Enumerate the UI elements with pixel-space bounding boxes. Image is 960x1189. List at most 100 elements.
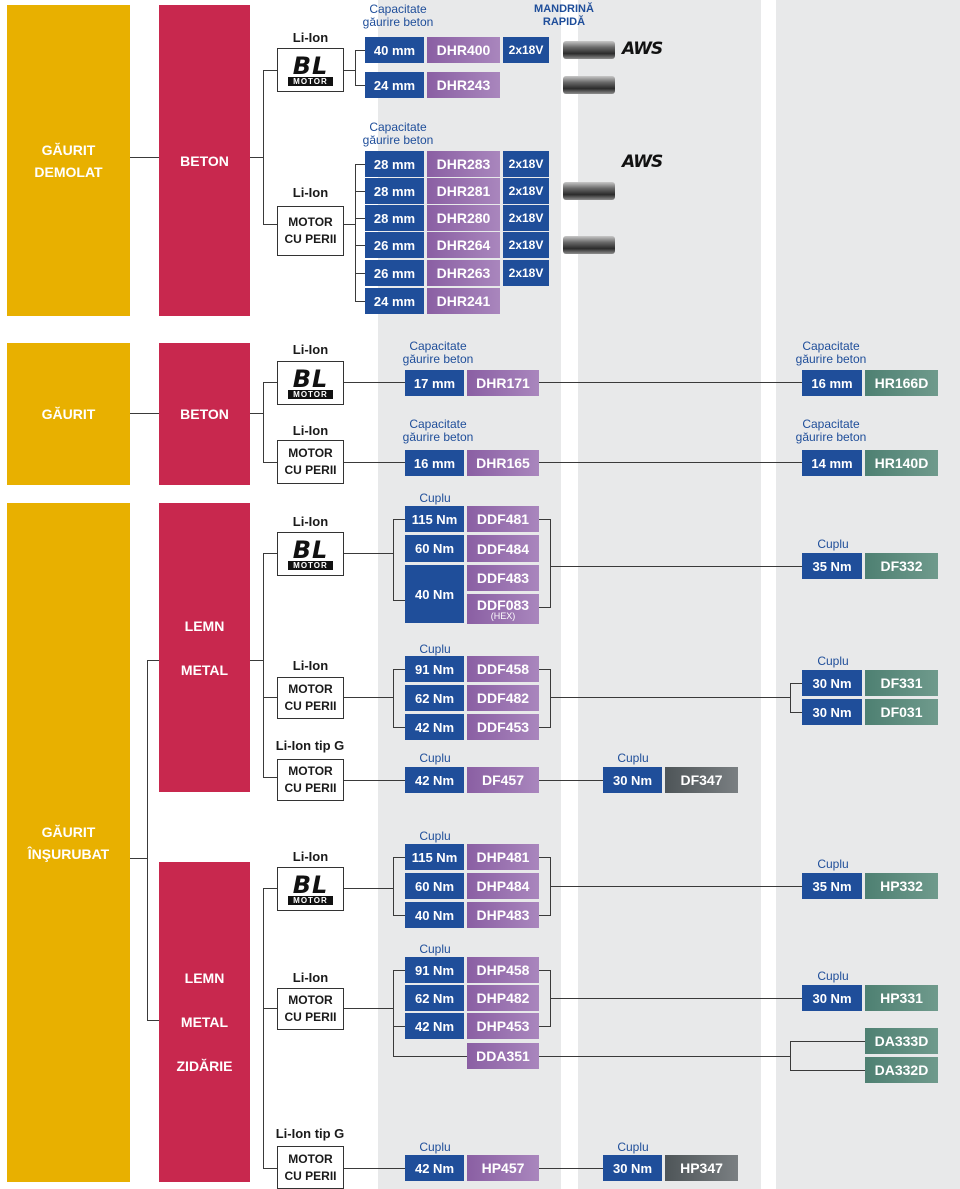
model-cell[interactable]: DDF483 bbox=[467, 565, 539, 591]
torque-cell: 42 Nm bbox=[405, 1155, 464, 1181]
battery-type-label: Li-Ion bbox=[292, 658, 329, 673]
model-cell-brushed-alt[interactable]: DA332D bbox=[865, 1057, 938, 1083]
connector bbox=[263, 697, 277, 698]
brushed-motor-box: MOTOR CU PERII bbox=[277, 677, 344, 719]
model-cell[interactable]: DDF482 bbox=[467, 685, 539, 711]
brushed-motor-box: MOTOR CU PERII bbox=[277, 1146, 344, 1189]
model-cell[interactable]: DHR281 bbox=[427, 178, 500, 204]
bl-logo-text: BL bbox=[292, 364, 329, 393]
model-cell[interactable]: DHP481 bbox=[467, 844, 539, 870]
battery-type-label: Li-Ion bbox=[292, 342, 329, 357]
model-cell[interactable]: DHP484 bbox=[467, 873, 539, 899]
capacity-cell: 24 mm bbox=[365, 72, 424, 98]
connector bbox=[344, 70, 356, 71]
model-cell-brushed-alt[interactable]: DF332 bbox=[865, 553, 938, 579]
connector bbox=[393, 669, 405, 670]
torque-header: Cuplu bbox=[817, 537, 849, 551]
connector bbox=[790, 712, 802, 713]
model-cell[interactable]: DDF484 bbox=[467, 535, 539, 562]
connector bbox=[355, 218, 365, 219]
model-cell[interactable]: DDF083 (HEX) bbox=[467, 594, 539, 624]
connector bbox=[550, 998, 802, 999]
connector bbox=[539, 1056, 791, 1057]
model-cell[interactable]: DDA351 bbox=[467, 1043, 539, 1069]
material-concrete: BETON bbox=[159, 5, 250, 316]
connector bbox=[355, 164, 365, 165]
connector bbox=[393, 727, 405, 728]
connector bbox=[263, 1008, 277, 1009]
category-drill-driver: GĂURIT ÎNŞURUBAT bbox=[7, 503, 130, 1182]
brushed-motor-label: MOTOR CU PERII bbox=[284, 446, 337, 477]
battery-type-label: Li-Ion bbox=[292, 849, 329, 864]
bl-motor-logo: BL MOTOR bbox=[277, 361, 344, 405]
torque-cell: 42 Nm bbox=[405, 714, 464, 740]
torque-cell: 91 Nm bbox=[405, 656, 464, 682]
model-cell[interactable]: DF457 bbox=[467, 767, 539, 793]
model-cell[interactable]: DHR171 bbox=[467, 370, 539, 396]
model-cell[interactable]: HP457 bbox=[467, 1155, 539, 1181]
model-cell-brushed-alt[interactable]: DF331 bbox=[865, 670, 938, 696]
model-cell-brushed-alt[interactable]: DA333D bbox=[865, 1028, 938, 1054]
connector bbox=[550, 886, 802, 887]
connector bbox=[130, 157, 159, 158]
connector bbox=[539, 727, 551, 728]
quick-chuck-image bbox=[563, 76, 615, 94]
model-cell-brushed-alt[interactable]: HR140D bbox=[865, 450, 938, 476]
model-cell[interactable]: DHR400 bbox=[427, 37, 500, 63]
model-cell-brushed-alt[interactable]: HR166D bbox=[865, 370, 938, 396]
material-wood-metal: LEMN METAL bbox=[159, 503, 250, 792]
model-cell[interactable]: DDF458 bbox=[467, 656, 539, 682]
model-cell[interactable]: DHR263 bbox=[427, 260, 500, 286]
model-cell[interactable]: DHP453 bbox=[467, 1013, 539, 1039]
model-cell[interactable]: DHR283 bbox=[427, 151, 500, 177]
model-cell[interactable]: DHR243 bbox=[427, 72, 500, 98]
capacity-cell: 14 mm bbox=[802, 450, 862, 476]
connector bbox=[263, 553, 277, 554]
brushed-motor-label: MOTOR CU PERII bbox=[284, 682, 337, 713]
model-cell[interactable]: DDF481 bbox=[467, 506, 539, 532]
model-cell[interactable]: DHR264 bbox=[427, 232, 500, 258]
connector bbox=[250, 413, 264, 414]
voltage-cell: 2x18V bbox=[503, 37, 549, 63]
model-cell-brushed-alt[interactable]: HP331 bbox=[865, 985, 938, 1011]
torque-header: Cuplu bbox=[617, 751, 649, 765]
connector bbox=[147, 660, 148, 1021]
connector bbox=[344, 462, 405, 463]
model-cell[interactable]: DHP483 bbox=[467, 902, 539, 928]
connector bbox=[355, 273, 365, 274]
connector bbox=[344, 382, 405, 383]
connector bbox=[344, 553, 394, 554]
connector bbox=[147, 1020, 159, 1021]
model-cell[interactable]: DHP482 bbox=[467, 985, 539, 1011]
voltage-cell: 2x18V bbox=[503, 260, 549, 286]
model-note: (HEX) bbox=[490, 610, 516, 621]
model-cell[interactable]: DHR280 bbox=[427, 205, 500, 231]
model-cell[interactable]: DDF453 bbox=[467, 714, 539, 740]
torque-header: Cuplu bbox=[817, 969, 849, 983]
connector bbox=[344, 697, 394, 698]
capacity-cell: 24 mm bbox=[365, 288, 424, 314]
torque-cell: 62 Nm bbox=[405, 985, 464, 1011]
connector bbox=[263, 462, 277, 463]
model-cell-brushed-alt[interactable]: DF031 bbox=[865, 699, 938, 725]
model-cell[interactable]: DHP458 bbox=[467, 957, 539, 983]
model-cell-g-alt[interactable]: DF347 bbox=[665, 767, 738, 793]
capacity-cell: 28 mm bbox=[365, 151, 424, 177]
connector bbox=[263, 382, 277, 383]
torque-header: Cuplu bbox=[419, 491, 451, 505]
voltage-cell: 2x18V bbox=[503, 205, 549, 231]
bl-logo-text: BL bbox=[292, 535, 329, 564]
model-cell[interactable]: DHR241 bbox=[427, 288, 500, 314]
connector bbox=[539, 519, 551, 520]
model-cell-g-alt[interactable]: HP347 bbox=[665, 1155, 738, 1181]
battery-type-label: Li-Ion bbox=[292, 970, 329, 985]
connector bbox=[263, 553, 264, 778]
model-cell-brushed-alt[interactable]: HP332 bbox=[865, 873, 938, 899]
torque-cell: 35 Nm bbox=[802, 553, 862, 579]
model-cell[interactable]: DHR165 bbox=[467, 450, 539, 476]
torque-cell: 30 Nm bbox=[802, 699, 862, 725]
voltage-cell: 2x18V bbox=[503, 151, 549, 177]
torque-header: Cuplu bbox=[419, 751, 451, 765]
capacity-header: Capacitate găurire beton bbox=[362, 2, 434, 29]
connector bbox=[393, 857, 405, 858]
